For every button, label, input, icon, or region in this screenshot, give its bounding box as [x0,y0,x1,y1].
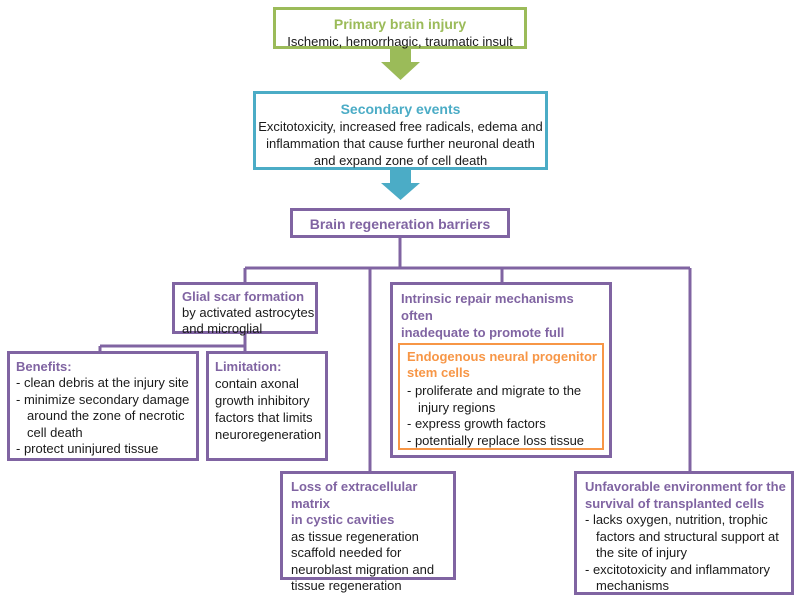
benefits-list: - clean debris at the injury site - mini… [16,375,192,458]
primary-injury-box: Primary brain injury Ischemic, hemorrhag… [273,7,527,49]
secondary-events-box: Secondary events Excitotoxicity, increas… [253,91,548,170]
glial-scar-line-1: by activated astrocytes [182,305,315,320]
benefits-item: - clean debris at the injury site [16,375,189,390]
endogenous-title-1: Endogenous neural progenitor [407,349,597,364]
secondary-events-line-3: and expand zone of cell death [313,153,488,168]
limitation-box: Limitation: contain axonal growth inhibi… [206,351,328,461]
benefits-box: Benefits: - clean debris at the injury s… [7,351,199,461]
limitation-line-1: contain axonal [215,376,299,391]
benefits-title: Benefits: [16,359,72,374]
barriers-tree-lines [243,236,692,472]
limitation-title: Limitation: [215,359,282,374]
secondary-events-line-1: Excitotoxicity, increased free radicals,… [258,119,543,134]
intrinsic-repair-title-1: Intrinsic repair mechanisms often [401,291,574,323]
unfavorable-item: - lacks oxygen, nutrition, trophic facto… [585,512,779,560]
endogenous-item: - express growth factors [407,416,546,431]
ecm-loss-box: Loss of extracellular matrix in cystic c… [280,471,456,593]
glial-scar-title: Glial scar formation [182,289,305,304]
ecm-line-3: neuroblast migration and [291,561,435,577]
glial-scar-box: Glial scar formation by activated astroc… [172,282,318,336]
ecm-line-2: scaffold needed for [291,545,402,560]
unfavorable-title-2: survival of transplanted cells [585,495,765,511]
endogenous-title-2: stem cells [407,365,470,380]
arrow-secondary-to-barriers [381,169,420,200]
barriers-title: Brain regeneration barriers [309,216,491,232]
limitation-line-4: neuroregeneration [215,427,322,442]
intrinsic-repair-title-2: inadequate to promote full [401,325,565,340]
ecm-title-2: in cystic cavities [291,512,395,527]
arrow-primary-to-secondary [381,48,420,80]
endogenous-list: - proliferate and migrate to the injury … [407,383,600,449]
unfavorable-list: - lacks oxygen, nutrition, trophic facto… [585,512,789,595]
secondary-events-line-2: inflammation that cause further neuronal… [266,136,535,151]
ecm-line-1: as tissue regeneration [291,528,419,544]
glial-scar-line-2: and microglial [182,321,263,336]
secondary-events-title: Secondary events [340,101,461,117]
limitation-line-2: growth inhibitory [215,393,310,408]
benefits-item: - minimize secondary damage around the z… [16,391,190,440]
primary-injury-text: Ischemic, hemorrhagic, traumatic insult [287,34,513,49]
endogenous-item: - proliferate and migrate to the injury … [407,383,582,415]
unfavorable-item: - excitotoxicity and inflammatory mechan… [585,561,770,594]
unfavorable-environment-box: Unfavorable environment for the survival… [574,471,794,595]
ecm-title-1: Loss of extracellular matrix [291,479,418,511]
barriers-box: Brain regeneration barriers [290,208,510,238]
benefits-item: - protect uninjured tissue [16,441,159,456]
ecm-line-4: tissue regeneration [291,578,402,593]
primary-injury-title: Primary brain injury [333,16,467,32]
endogenous-item: - potentially replace loss tissue [407,432,585,448]
limitation-line-3: factors that limits [215,410,313,425]
unfavorable-title-1: Unfavorable environment for the [585,479,786,494]
endogenous-stem-cells-box: Endogenous neural progenitor stem cells … [398,343,604,450]
